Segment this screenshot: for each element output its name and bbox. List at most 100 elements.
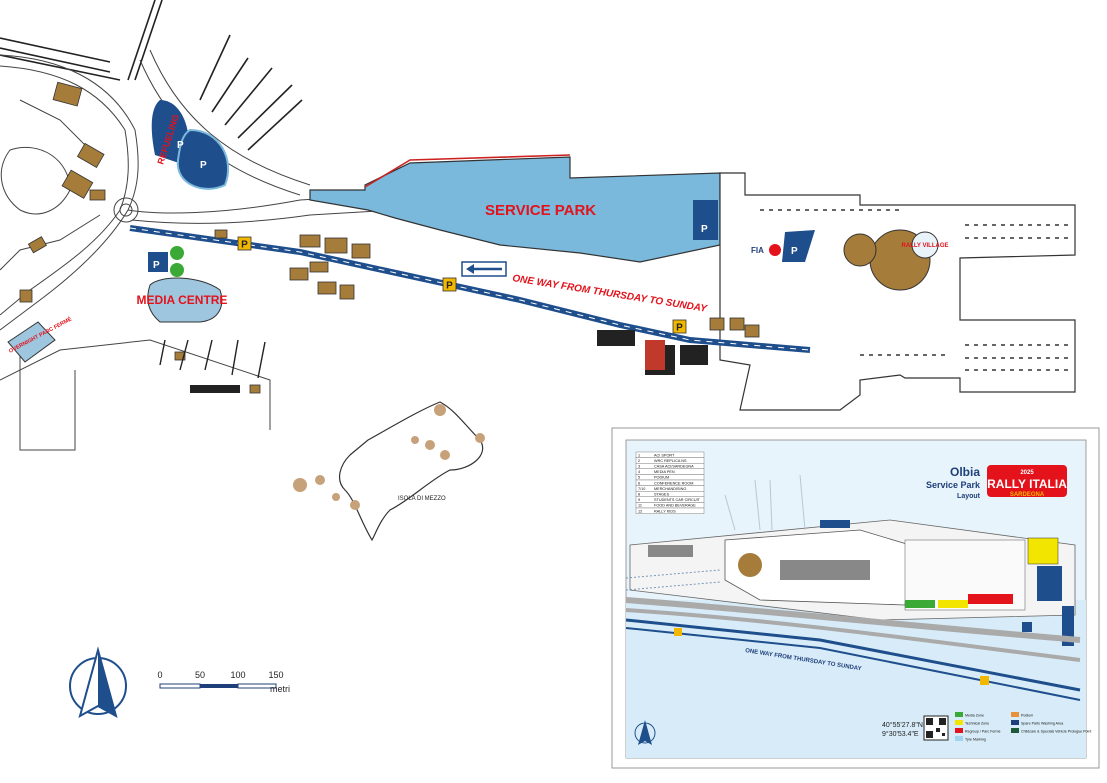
parking-p-1: P [177, 140, 184, 151]
inset-coord-lat: 40°55'27.8"N [882, 721, 923, 729]
key-item: Podium [1011, 712, 1033, 718]
yellow-p-text-2: P [446, 281, 453, 292]
legend-row-text: FOOD AND BEVERAGE [654, 504, 696, 508]
island-vegetation [293, 404, 485, 510]
logo-line2: SARDEGNA [1010, 492, 1045, 498]
legend-row-text: PODIUM [654, 476, 669, 480]
legend-row-text: STAGES [654, 493, 670, 497]
parking-area-fia[interactable] [782, 230, 815, 262]
legend-row-num: 4 [638, 470, 640, 474]
legend-row-num: 5 [638, 476, 640, 480]
legend-row: 11 FOOD AND BEVERAGE [635, 502, 705, 509]
fia-logo: FIA [751, 244, 781, 256]
inset-title: Olbia [950, 465, 980, 479]
legend-row-text: RALLY KIDS [654, 509, 676, 513]
legend-row-text: CONFERENCE ROOM [654, 481, 693, 485]
legend-row: 3 CASA ACI/SARDEGNA [635, 463, 705, 470]
scale-tick-0: 0 [157, 670, 162, 680]
rally-village[interactable]: RALLY VILLAGE [843, 229, 949, 291]
legend-row: 8 STAGES [635, 491, 705, 498]
road-network [0, 49, 736, 451]
dark-blocks [190, 330, 708, 393]
yellow-p-marker-2: P [442, 277, 457, 292]
legend-row-num: 2 [638, 459, 640, 463]
legend-row: 12 RALLY KIDS [635, 507, 705, 514]
inset-coord-lon: 9°30'53.4"E [882, 730, 919, 738]
key-item-label: Childcare & Specials Vehicle Prologue Po… [1021, 730, 1091, 734]
parking-area-compound[interactable] [693, 200, 718, 240]
inset-subtitle2: Layout [957, 493, 981, 500]
red-area-bottom [645, 340, 665, 370]
compass-rose-icon [69, 646, 127, 719]
legend-row-num: 12 [638, 509, 642, 513]
key-item-label: Tyre Marking [965, 738, 986, 742]
parking-area-roundabout[interactable] [176, 128, 230, 190]
fia-text: FIA [751, 246, 764, 255]
yellow-p-text-1: P [241, 240, 248, 251]
legend-row-num: 1 [638, 453, 640, 457]
parking-p-5: P [153, 260, 160, 271]
inset-legend-table: 1 ACI SPORT 2 WRC REPLICA NS 3 CASA ACI/SARDE… [635, 451, 705, 514]
parking-icons: P P P P P [153, 140, 798, 271]
scale-tick-150: 150 [268, 670, 283, 680]
yellow-p-marker-1: P [237, 236, 252, 251]
yellow-parking-markers: P P P [237, 236, 687, 334]
key-item: Childcare & Specials Vehicle Prologue Po… [1011, 728, 1091, 734]
legend-row-text: MERCHANDISING [654, 487, 686, 491]
right-pier-complex [719, 172, 1076, 411]
legend-row-num: 7/10 [638, 487, 645, 491]
legend-row-num: 3 [638, 465, 640, 469]
buildings [19, 81, 760, 394]
parc-ferme-area[interactable] [7, 321, 56, 363]
parking-areas [148, 100, 815, 272]
one-way-road [129, 225, 811, 353]
yellow-p-text-3: P [676, 323, 683, 334]
legend-row-text: ACI SPORT [654, 453, 675, 457]
legend-row: 6 CONFERENCE ROOM [635, 479, 705, 486]
legend-row-num: 6 [638, 481, 640, 485]
legend-row-text: CASA ACI/SARDEGNA [654, 465, 694, 469]
key-item: Technical Zone [955, 720, 989, 726]
inset-compass-icon [634, 720, 656, 745]
media-zone-markers [170, 246, 184, 277]
inset-map-details [625, 474, 1081, 701]
key-item-label: Podium [1021, 714, 1033, 718]
scale-tick-100: 100 [230, 670, 245, 680]
qr-code-icon[interactable] [923, 715, 949, 741]
parking-p-4: P [791, 246, 798, 257]
media-centre-label-text: MEDIA CENTRE [137, 293, 228, 307]
parking-p-2: P [200, 160, 207, 171]
one-way-label: ONE WAY FROM THURSDAY TO SUNDAY [512, 273, 709, 315]
parking-area-media-left[interactable] [148, 252, 168, 272]
pier-lines [0, 0, 303, 151]
isola-di-mezzo[interactable] [338, 401, 484, 542]
legend-row: 7/10 MERCHANDISING [635, 485, 705, 492]
legend-row-num: 8 [638, 493, 640, 497]
inset-panel: 1 ACI SPORT 2 WRC REPLICA NS 3 CASA ACI/SARDE… [611, 427, 1100, 769]
legend-row-text: MEDIA PEN [654, 470, 675, 474]
key-item: Spare Parts Washing Area [1011, 720, 1063, 726]
logo-year: 2025 [1020, 470, 1034, 476]
media-centre-area[interactable] [147, 277, 223, 323]
scale-unit: metri [270, 684, 290, 694]
legend-row-text: STUDENTS CAR CIRCUIT [654, 498, 701, 502]
legend-row-num: 9 [638, 498, 640, 502]
key-item-label: Media Zone [965, 714, 984, 718]
legend-row-text: WRC REPLICA NS [654, 459, 687, 463]
island-label: ISOLA DI MEZZO [398, 496, 446, 502]
one-way-arrow-icon [461, 261, 507, 277]
key-item: Regroup / Parc Fermé [955, 728, 1001, 734]
media-centre-label: MEDIA CENTRE [137, 293, 228, 307]
small-piers [159, 339, 266, 379]
parking-p-3: P [701, 224, 708, 235]
main-map: SERVICE PARK MEDIA CENTRE REFUELING [0, 0, 1076, 542]
key-item-label: Technical Zone [965, 722, 989, 726]
rally-village-label: RALLY VILLAGE [901, 243, 948, 249]
legend-row: 4 MEDIA PEN [635, 468, 705, 475]
legend-row: 9 STUDENTS CAR CIRCUIT [635, 496, 705, 503]
legend-row-num: 11 [638, 504, 642, 508]
service-park-border-red [364, 154, 571, 188]
logo-line1: RALLY ITALIA [987, 477, 1067, 491]
